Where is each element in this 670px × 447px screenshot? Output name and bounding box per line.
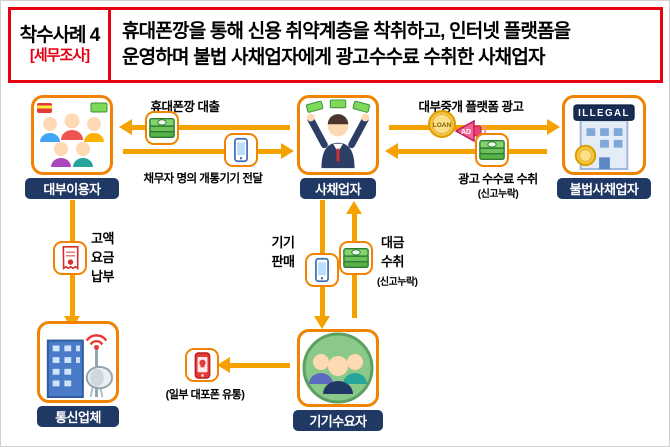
money-stack-icon <box>145 111 179 145</box>
telecom-card <box>37 321 119 403</box>
telecom-label: 통신업체 <box>37 406 119 427</box>
buyers-group-icon <box>302 332 374 404</box>
arrow-phone-loan-shaft <box>132 125 290 130</box>
title-line-2: 운영하며 불법 사채업자에게 광고수수료 수취한 사채업자 <box>122 47 546 68</box>
phone-icon <box>224 133 258 167</box>
case-type: [세무조사] <box>29 47 90 65</box>
arrow-platform-ad-head <box>547 119 560 135</box>
arrow-device-sale-head <box>314 316 330 329</box>
case-badge: 착수사례 4 [세무조사] <box>11 10 111 80</box>
arrow-device-delivery-shaft <box>123 149 281 154</box>
loan-users-label: 대부이용자 <box>25 178 119 199</box>
burner-phone-icon <box>185 348 219 382</box>
loan-coin-text: LOAN <box>433 122 452 129</box>
illegal-loan-shark-label: 불법사채업자 <box>557 178 651 199</box>
illegal-sign-text: ILLEGAL <box>578 108 630 119</box>
title-line-1: 휴대폰깡을 통해 신용 취약계층을 착취하고, 인터넷 플랫폼을 <box>122 21 571 43</box>
device-delivery-label: 채무자 명의 개통기기 전달 <box>143 173 263 185</box>
device-buyers-label: 기기수요자 <box>293 410 383 431</box>
payment-label: 대금 수취 <box>381 235 404 269</box>
people-group-icon <box>37 102 108 167</box>
loan-shark-card <box>297 95 379 175</box>
arrow-phone-loan-head <box>119 119 132 135</box>
arrow-ad-fee-shaft <box>398 149 547 154</box>
arrow-burner-shaft <box>230 363 290 368</box>
loan-users-card <box>31 95 113 175</box>
device-buyers-card <box>297 329 379 407</box>
high-fee-label: 고액 요금 납부 <box>91 231 114 284</box>
arrow-payment-head <box>346 201 362 214</box>
device-sale-label: 기기 판매 <box>271 235 295 269</box>
money-man-icon <box>305 99 371 169</box>
header: 착수사례 4 [세무조사] 휴대폰깡을 통해 신용 취약계층을 착취하고, 인터… <box>8 7 663 83</box>
header-title: 휴대폰깡을 통해 신용 취약계층을 착취하고, 인터넷 플랫폼을 운영하며 불법… <box>111 10 660 80</box>
illegal-building-icon: ILLEGAL <box>573 104 635 171</box>
money-stack-icon <box>339 241 373 275</box>
ad-badge-text: AD <box>461 129 471 136</box>
payment-note: (신고누락) <box>377 277 418 288</box>
telecom-building-icon <box>46 334 114 399</box>
money-stack-icon <box>475 133 509 167</box>
arrow-ad-fee-head <box>385 143 398 159</box>
loan-shark-label: 사채업자 <box>300 178 376 199</box>
burner-label: (일부 대포폰 유통) <box>165 389 245 401</box>
fee-bill-icon <box>53 241 87 275</box>
case-label: 착수사례 4 <box>19 25 101 47</box>
ad-fee-label: 광고 수수료 수취 <box>458 172 538 186</box>
ad-fee-note: (신고누락) <box>477 189 519 200</box>
phone-icon <box>305 253 339 287</box>
illegal-loan-shark-card: ILLEGAL <box>562 95 646 175</box>
arrow-burner-head <box>217 357 230 373</box>
phone-loan-label: 휴대폰깡 대출 <box>150 100 220 114</box>
arrow-device-delivery-head <box>281 143 294 159</box>
loan-coin-icon: LOAN <box>427 109 457 144</box>
platform-ad-label: 대부중개 플랫폼 광고 <box>418 100 524 114</box>
